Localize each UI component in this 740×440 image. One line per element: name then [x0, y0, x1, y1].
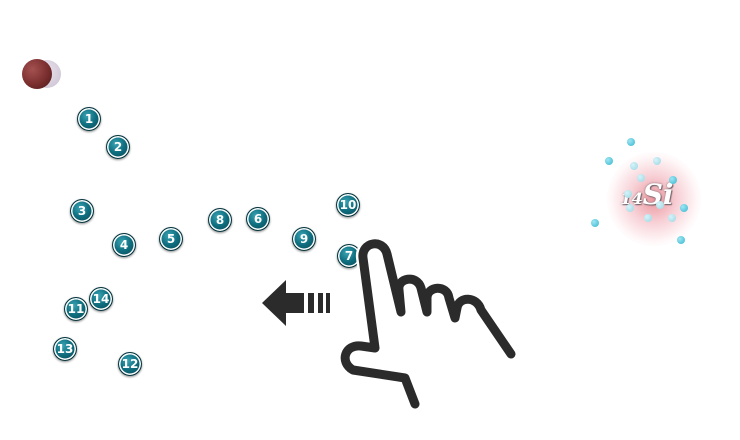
electron-3[interactable]: 3 — [70, 199, 94, 223]
atom-label: 14 Si — [617, 178, 677, 218]
inner-dot — [653, 157, 661, 165]
valence-dot — [677, 236, 685, 244]
electron-10[interactable]: 10 — [336, 193, 360, 217]
electron-14[interactable]: 14 — [89, 287, 113, 311]
valence-dot — [605, 157, 613, 165]
inner-dot — [668, 214, 676, 222]
particle[interactable] — [22, 59, 52, 89]
pointing-hand-icon — [338, 237, 524, 418]
electron-4[interactable]: 4 — [112, 233, 136, 257]
inner-dot — [656, 201, 664, 209]
atom-nucleus-glow — [607, 152, 701, 246]
electron-5[interactable]: 5 — [159, 227, 183, 251]
electron-11[interactable]: 11 — [64, 297, 88, 321]
swipe-left-arrow-icon — [262, 280, 330, 326]
valence-dot — [627, 138, 635, 146]
valence-dot — [669, 176, 677, 184]
inner-dot — [624, 190, 632, 198]
electron-6[interactable]: 6 — [246, 207, 270, 231]
inner-dot — [637, 174, 645, 182]
electron-13[interactable]: 13 — [53, 337, 77, 361]
electron-1[interactable]: 1 — [77, 107, 101, 131]
electron-9[interactable]: 9 — [292, 227, 316, 251]
valence-dot — [680, 204, 688, 212]
inner-dot — [630, 162, 638, 170]
electron-8[interactable]: 8 — [208, 208, 232, 232]
inner-dot — [644, 214, 652, 222]
electron-12[interactable]: 12 — [118, 352, 142, 376]
electron-2[interactable]: 2 — [106, 135, 130, 159]
inner-dot — [626, 204, 634, 212]
valence-dot — [591, 219, 599, 227]
